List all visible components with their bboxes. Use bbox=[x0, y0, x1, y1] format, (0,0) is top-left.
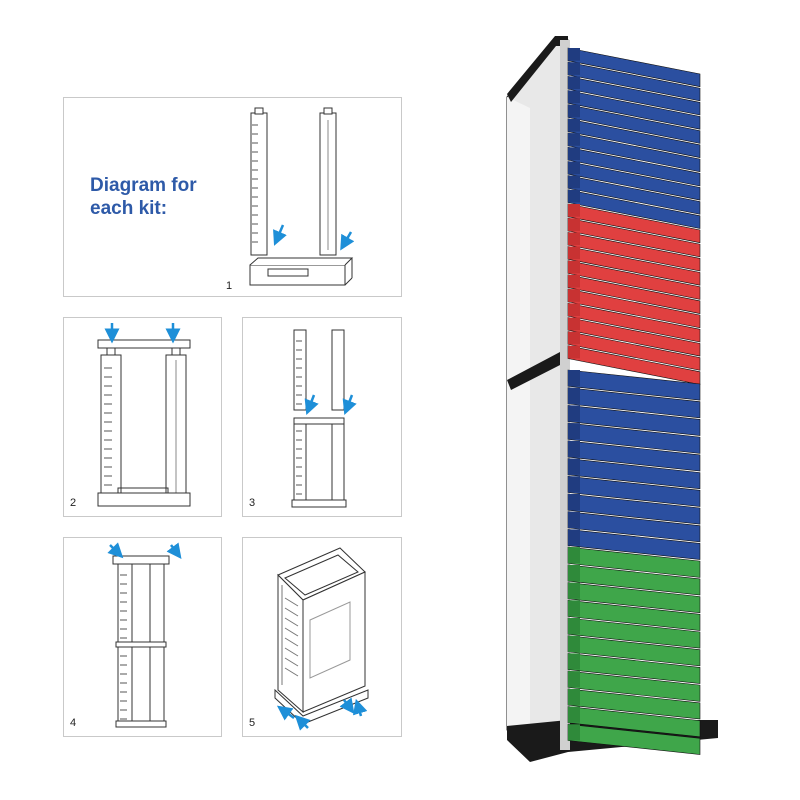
step-3-drawing bbox=[291, 329, 347, 508]
step-2-panel bbox=[63, 317, 222, 517]
game-case-spine bbox=[568, 204, 580, 217]
game-case-spine bbox=[568, 260, 580, 274]
step-2-drawing bbox=[97, 339, 191, 507]
game-case-spine bbox=[568, 76, 580, 90]
game-case-spine bbox=[568, 458, 580, 475]
step-5-drawing bbox=[274, 547, 369, 725]
heading-line-1: Diagram for bbox=[90, 175, 197, 196]
game-case-spine bbox=[568, 529, 580, 546]
heading-line-2: each kit: bbox=[90, 198, 168, 219]
step-4-number: 4 bbox=[70, 717, 77, 729]
game-case-spine bbox=[568, 653, 580, 670]
game-case-spine bbox=[568, 218, 580, 231]
step-2-number: 2 bbox=[70, 497, 77, 509]
step-1-number: 1 bbox=[226, 280, 233, 292]
step-4-panel bbox=[63, 537, 222, 737]
game-case-spine bbox=[568, 289, 580, 302]
game-case-spine bbox=[568, 189, 580, 203]
game-case-spine bbox=[568, 246, 580, 260]
game-case-spine bbox=[568, 370, 580, 387]
game-case-spine bbox=[568, 476, 580, 493]
tower-top-cap bbox=[507, 36, 568, 102]
step-4-arrows bbox=[107, 542, 182, 559]
step-3-number: 3 bbox=[249, 497, 256, 509]
game-case-spine bbox=[568, 618, 580, 635]
tower-middle-connector bbox=[507, 352, 568, 390]
game-case-spine bbox=[568, 118, 580, 132]
game-case-spine bbox=[568, 600, 580, 617]
game-case-spine bbox=[568, 582, 580, 599]
step-3-arrows bbox=[304, 394, 357, 416]
game-case-spine bbox=[568, 317, 580, 331]
game-case-spine bbox=[568, 405, 580, 422]
game-case-spine bbox=[568, 440, 580, 458]
lower-game-cases bbox=[567, 369, 701, 755]
game-case-spine bbox=[568, 511, 580, 528]
game-case-spine bbox=[568, 564, 580, 582]
game-case-spine bbox=[568, 161, 580, 175]
game-case-spine bbox=[568, 147, 580, 160]
game-case-spine bbox=[568, 133, 580, 146]
step-1-drawing bbox=[249, 107, 354, 286]
game-case-spine bbox=[568, 706, 580, 723]
game-case-spine bbox=[568, 104, 580, 118]
game-case-spine bbox=[568, 423, 580, 440]
game-case-spine bbox=[568, 547, 580, 564]
step-3-panel bbox=[242, 317, 402, 517]
game-case-spine bbox=[568, 494, 580, 511]
step-1-arrows bbox=[273, 224, 355, 251]
game-case-spine bbox=[568, 303, 580, 316]
game-case-spine bbox=[568, 232, 580, 246]
game-case-spine bbox=[568, 688, 580, 706]
game-case-spine bbox=[568, 48, 580, 61]
game-case-spine bbox=[568, 345, 580, 359]
game-case-spine bbox=[568, 724, 580, 741]
diagram-heading: Diagram for each kit: bbox=[90, 174, 197, 220]
game-case-spine bbox=[568, 635, 580, 652]
game-case-spine bbox=[568, 274, 580, 288]
step-5-number: 5 bbox=[249, 717, 256, 729]
game-case-spine bbox=[568, 62, 580, 75]
step-4-drawing bbox=[112, 555, 170, 728]
step-5-arrows bbox=[276, 697, 368, 731]
game-case-spine bbox=[568, 175, 580, 189]
step-2-arrows bbox=[104, 323, 181, 344]
game-case-spine bbox=[568, 331, 580, 345]
upper-game-cases bbox=[567, 47, 701, 385]
game-case-spine bbox=[568, 90, 580, 104]
game-case-spine bbox=[568, 671, 580, 688]
game-case-spine bbox=[568, 387, 580, 404]
